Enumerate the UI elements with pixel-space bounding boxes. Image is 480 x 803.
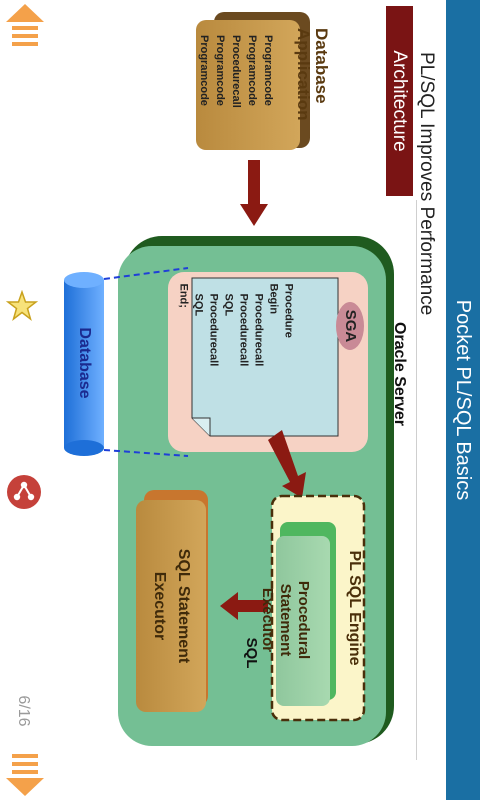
arrow-sql-shaft [236,600,268,612]
share-icon[interactable] [6,474,42,510]
db-app-line: Programcode [246,35,258,106]
code-line: SQL [192,293,205,317]
db-app-code-list: Programcode Programcode Procedurecall Pr… [196,20,300,150]
sql-executor-line: SQL Statement [175,548,192,664]
star-icon[interactable] [5,289,39,322]
sql-executor-line: Executor [151,571,168,641]
arrow-sga-to-engine [268,430,306,498]
database-cylinder [64,280,104,448]
db-connector-top [103,267,189,280]
db-app-line: Programcode [198,35,210,106]
db-connector-bottom [103,449,189,457]
arrow-down-icon[interactable] [4,750,46,798]
title-bar [446,0,480,800]
database-label: Database [76,327,93,399]
plsql-engine-label: PL SQL Engine [346,550,363,666]
code-line: Procedurecall [252,293,265,367]
arrow-up-icon[interactable] [4,2,46,50]
sga-ellipse [336,302,364,350]
arrow-app-to-server-head [240,204,268,226]
code-lines: Procedure Begin Procedurecall Procedurec… [178,278,340,438]
db-app-line: Programcode [214,35,226,106]
db-app-line: Programcode [262,35,274,106]
sga-label: SGA [342,309,359,343]
oracle-server-label: Oracle Server [391,321,408,427]
proc-executor-line: Procedural [295,580,312,660]
code-line: Procedure [282,283,295,338]
db-app-line: Procedurecall [230,35,242,108]
code-line: End; [177,283,190,308]
db-app-box [196,20,300,150]
proc-executor-line: Executor [259,587,276,653]
code-line: Begin [267,283,280,315]
slide-divider [416,200,417,760]
arrow-sql-head [220,592,238,620]
code-line: Procedurecall [237,293,250,367]
proc-executor-line: Statement [277,583,294,657]
arrow-app-to-server-shaft [248,160,260,206]
code-line: Procedurecall [207,293,220,367]
sql-executor-box [136,500,206,712]
page-indicator: 6/16 [15,695,32,727]
sql-executor-label: SQL Statement Executor [136,500,206,712]
code-line: SQL [222,293,235,317]
sql-arrow-label: SQL [243,637,260,669]
architecture-tag [386,6,413,196]
proc-executor-label: Procedural Statement Executor [259,536,330,706]
proc-executor-box [276,536,330,706]
